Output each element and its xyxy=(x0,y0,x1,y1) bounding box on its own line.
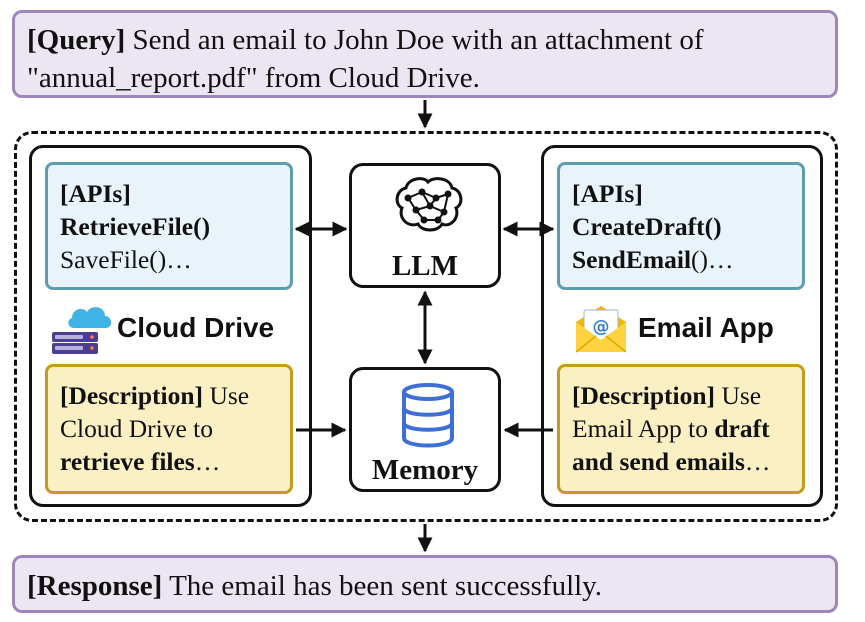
cloud-drive-apis-box: [APIs] RetrieveFile() SaveFile()… xyxy=(45,162,293,290)
description-text: … xyxy=(744,447,771,476)
query-text: Send an email to John Doe with an attach… xyxy=(125,24,704,56)
apis-title: [APIs] xyxy=(572,179,643,208)
cloud-server-icon xyxy=(50,298,120,358)
description-text: Use xyxy=(203,381,250,410)
api-sendemail-tail: ()… xyxy=(691,245,734,274)
memory-label: Memory xyxy=(371,454,479,486)
description-bold: draft xyxy=(714,414,770,443)
query-box: [Query] Send an email to John Doe with a… xyxy=(12,10,838,98)
description-text: Cloud Drive to xyxy=(60,414,213,443)
cloud-drive-description-box: [Description] Use Cloud Drive to retriev… xyxy=(45,364,293,494)
email-envelope-icon: @ xyxy=(574,302,628,354)
response-text: The email has been sent successfully. xyxy=(162,570,603,602)
query-text-line2: "annual_report.pdf" from Cloud Drive. xyxy=(27,62,480,94)
api-retrievefile: RetrieveFile() xyxy=(60,212,211,241)
api-savefile: SaveFile()… xyxy=(60,245,192,274)
query-tag: [Query] xyxy=(27,24,126,56)
api-sendemail: SendEmail xyxy=(572,245,692,274)
description-text: … xyxy=(194,447,221,476)
llm-label: LLM xyxy=(391,250,459,282)
memory-box: Memory xyxy=(349,367,501,492)
system-frame xyxy=(14,131,838,522)
apis-title: [APIs] xyxy=(60,179,131,208)
api-createdraft: CreateDraft() xyxy=(572,212,722,241)
cloud-drive-label: Cloud Drive xyxy=(117,312,275,343)
response-box: [Response] The email has been sent succe… xyxy=(12,555,838,613)
llm-box: LLM xyxy=(349,163,501,288)
svg-text:@: @ xyxy=(593,317,610,337)
description-text: Use xyxy=(715,381,762,410)
description-tag: [Description] xyxy=(60,381,204,410)
brain-network-icon xyxy=(388,174,468,238)
email-app-description-box: [Description] Use Email App to draft and… xyxy=(557,364,805,494)
description-tag: [Description] xyxy=(572,381,716,410)
response-tag: [Response] xyxy=(27,570,163,602)
description-bold: retrieve files xyxy=(60,447,195,476)
description-bold: and send emails xyxy=(572,447,745,476)
email-app-label: Email App xyxy=(638,312,774,343)
database-icon xyxy=(400,382,456,448)
email-app-apis-box: [APIs] CreateDraft() SendEmail()… xyxy=(557,162,805,290)
description-text: Email App to xyxy=(572,414,715,443)
